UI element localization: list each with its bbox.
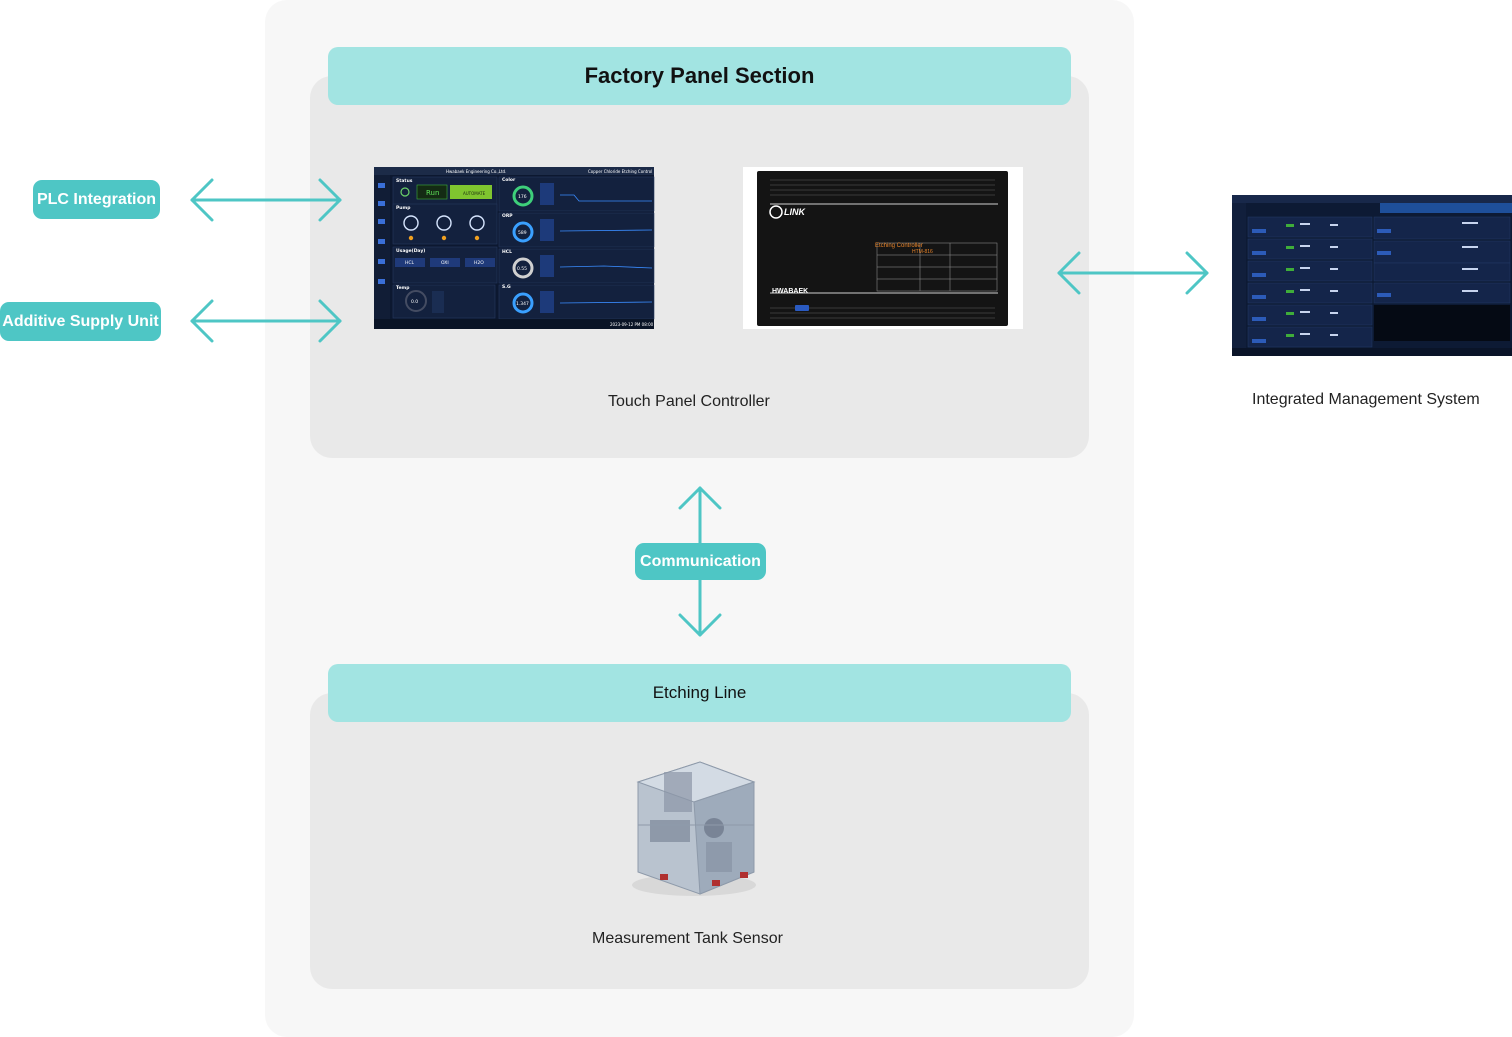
tp-sg-val: 1.347	[516, 301, 529, 307]
tp-color: Color	[502, 177, 516, 183]
communication-node: Communication	[635, 543, 766, 580]
additive-arrow	[190, 299, 342, 343]
ims-caption: Integrated Management System	[1252, 391, 1480, 408]
tp-temp-val: 0.0	[411, 299, 418, 305]
controller-title: Etching Controller	[875, 243, 923, 249]
tp-usage-oxi: OXI	[441, 260, 449, 266]
tp-status: Status	[396, 178, 413, 184]
tp-run: Run	[426, 189, 439, 197]
tp-usage-h2o: H2O	[474, 260, 484, 266]
tp-hcl: HCL	[502, 249, 512, 255]
tp-temp: Temp	[396, 285, 410, 291]
tp-usage-hcl: HCL	[405, 260, 415, 266]
plc-arrow	[190, 178, 342, 222]
tp-company: Hwabaek Engineering Co.,Ltd.	[446, 169, 506, 174]
tp-orp: ORP	[502, 213, 513, 219]
comm-arrow-up	[678, 486, 722, 545]
tank-sensor-caption: Measurement Tank Sensor	[592, 930, 783, 947]
tp-pump: Pump	[396, 205, 411, 211]
tp-auto: AUTOMATE	[463, 191, 486, 196]
comm-arrow-down	[678, 578, 722, 637]
tp-color-val: 176	[518, 194, 527, 200]
controller-brand: HWABAEK	[772, 288, 808, 295]
tp-sg: S.G	[502, 284, 511, 290]
etching-line-title: Etching Line	[328, 664, 1071, 722]
tp-hcl-val: 0.55	[517, 266, 527, 272]
plc-integration-node: PLC Integration	[33, 180, 160, 219]
tp-date: 2023-09-12 PM 08:00	[610, 322, 654, 327]
controller-model: HTM-816	[912, 249, 933, 255]
factory-panel-title: Factory Panel Section	[328, 47, 1071, 105]
tp-usage: Usage(Day)	[396, 248, 425, 254]
tp-orp-val: 589	[518, 230, 527, 236]
additive-supply-node: Additive Supply Unit	[0, 302, 161, 341]
touch-panel-caption: Touch Panel Controller	[608, 393, 770, 410]
tp-product: Copper Chloride Etching Control	[588, 169, 652, 174]
controller-logo: LINK	[784, 207, 806, 217]
ims-arrow	[1057, 251, 1209, 295]
